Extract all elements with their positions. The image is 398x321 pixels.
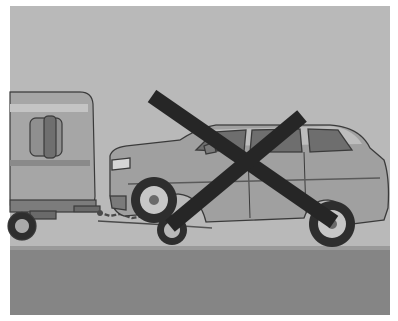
ground <box>10 246 390 315</box>
